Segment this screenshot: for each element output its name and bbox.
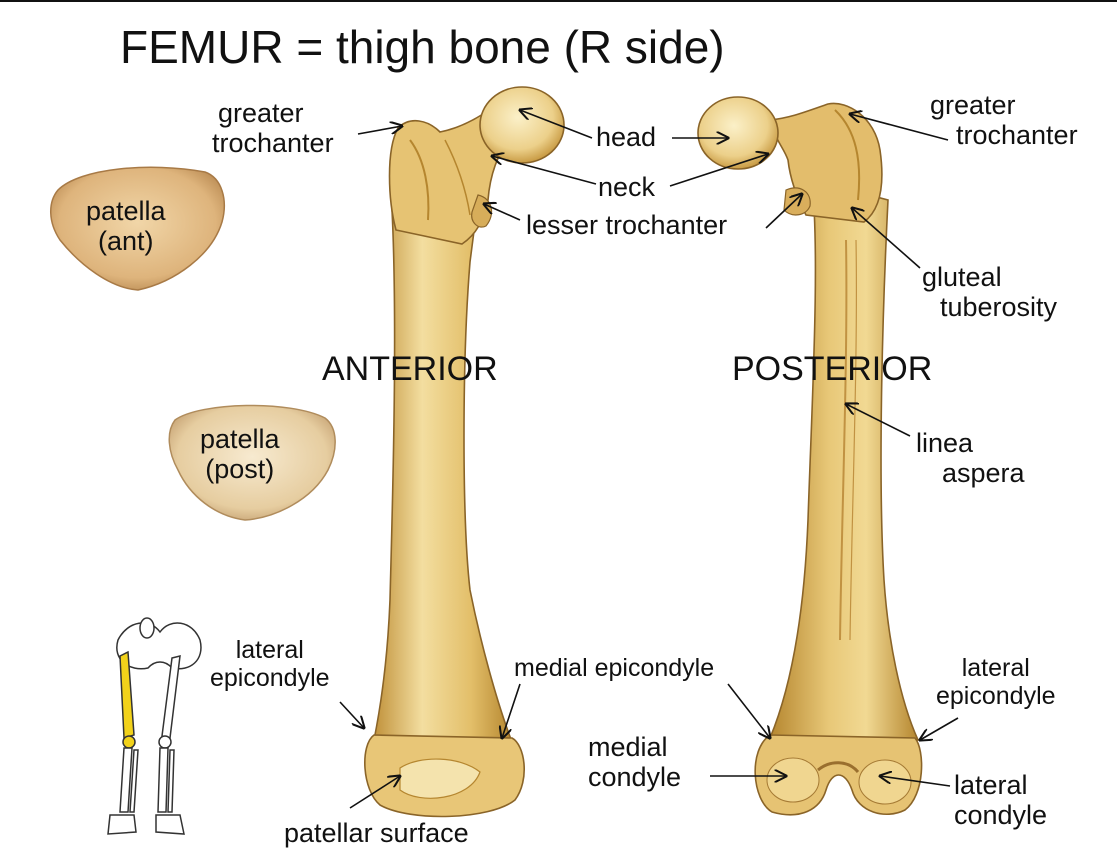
label-line: trochanter — [212, 128, 334, 158]
label-line: linea — [916, 428, 1025, 458]
label-line: tuberosity — [940, 292, 1057, 322]
label-line: epicondyle — [210, 664, 330, 692]
label-lateral-epicondyle-anterior: lateral epicondyle — [210, 636, 330, 692]
label-lateral-condyle: lateral condyle — [954, 770, 1047, 830]
label-linea-aspera: linea aspera — [916, 428, 1025, 488]
label-line: (post) — [200, 454, 280, 484]
label-line: medial — [588, 732, 681, 762]
femur-posterior-drawing — [698, 97, 922, 815]
label-greater-trochanter-posterior: greater trochanter — [930, 90, 1078, 150]
label-line: patella — [86, 196, 166, 226]
label-line: patella — [200, 424, 280, 454]
label-medial-condyle: medial condyle — [588, 732, 681, 792]
label-head: head — [596, 122, 656, 152]
label-medial-epicondyle: medial epicondyle — [514, 654, 714, 682]
label-patellar-surface: patellar surface — [284, 818, 469, 848]
arrow-neck-ant — [492, 156, 596, 184]
label-line: greater — [188, 98, 334, 128]
label-neck: neck — [598, 172, 655, 202]
label-line: trochanter — [956, 120, 1078, 150]
arrow-lateral-epicondyle-ant — [340, 702, 364, 728]
label-line: condyle — [588, 762, 681, 792]
page-title: FEMUR = thigh bone (R side) — [120, 20, 725, 74]
label-line: lateral — [954, 770, 1047, 800]
label-gluteal-tuberosity: gluteal tuberosity — [922, 262, 1057, 322]
arrow-medial-epicondyle-post — [728, 684, 770, 738]
arrow-lateral-epicondyle-post — [920, 718, 958, 740]
label-line: epicondyle — [936, 682, 1056, 710]
label-line: greater — [930, 90, 1078, 120]
label-patella-anterior: patella (ant) — [86, 196, 166, 256]
label-line: aspera — [942, 458, 1025, 488]
femur-anterior-drawing — [365, 87, 564, 816]
label-line: lateral — [936, 654, 1056, 682]
label-line: (ant) — [86, 226, 166, 256]
label-line: gluteal — [922, 262, 1057, 292]
view-label-posterior: POSTERIOR — [732, 350, 932, 388]
label-lateral-epicondyle-posterior: lateral epicondyle — [936, 654, 1056, 710]
label-line: condyle — [954, 800, 1047, 830]
skeleton-leg-locator-drawing — [108, 618, 201, 834]
arrow-medial-epicondyle — [502, 684, 520, 738]
label-patella-posterior: patella (post) — [200, 424, 280, 484]
label-greater-trochanter-anterior: greater trochanter — [188, 98, 334, 158]
view-label-anterior: ANTERIOR — [322, 350, 498, 388]
label-lesser-trochanter: lesser trochanter — [526, 210, 727, 240]
label-line: lateral — [210, 636, 330, 664]
